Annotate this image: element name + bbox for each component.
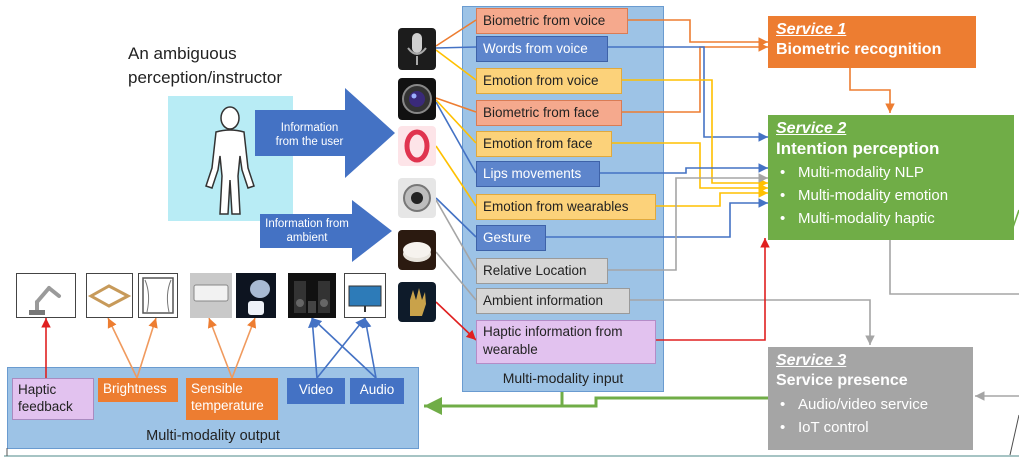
haptic-glove-icon — [398, 282, 436, 322]
service-2-bullets: Multi-modality NLP Multi-modality emotio… — [776, 161, 1006, 230]
input-ambient-information: Ambient information — [476, 288, 630, 314]
line-webcam-gesture — [435, 197, 477, 238]
input-emotion-wearables: Emotion from wearables — [476, 194, 656, 220]
humidifier-icon — [236, 273, 276, 318]
service-2-box: Service 2 Intention perception Multi-mod… — [768, 115, 1014, 240]
person-icon — [205, 106, 255, 215]
service-2-bullet-emotion: Multi-modality emotion — [776, 184, 1006, 207]
output-panel-label: Multi-modality output — [146, 428, 280, 444]
robot-arm-icon — [16, 273, 76, 318]
input-emotion-voice: Emotion from voice — [476, 68, 622, 94]
television-icon — [344, 273, 386, 318]
service-3-title: Service 3 — [776, 352, 847, 369]
service-3-heading: Service presence — [776, 372, 908, 389]
speaker-system-icon — [288, 273, 336, 318]
input-biometric-voice: Biometric from voice — [476, 8, 628, 34]
service-1-heading: Biometric recognition — [776, 41, 942, 58]
service-3-box: Service 3 Service presence Audio/video s… — [768, 347, 973, 450]
line-cam-biometric — [435, 97, 477, 113]
service-2-heading: Intention perception — [776, 139, 940, 158]
camera-lens-icon — [398, 78, 436, 120]
headline-line-2: perception/instructor — [128, 68, 283, 87]
output-haptic-feedback: Haptic feedback — [12, 378, 94, 420]
line-cam-lips — [435, 101, 477, 174]
input-haptic-wearable: Haptic information from wearable — [476, 320, 656, 364]
line-puck-ambient — [435, 251, 477, 301]
service-3-bullets: Audio/video service IoT control — [776, 393, 965, 439]
service-3-bullet-iot: IoT control — [776, 416, 965, 439]
service-1-title: Service 1 — [776, 21, 847, 38]
input-relative-location: Relative Location — [476, 258, 608, 284]
input-words-voice: Words from voice — [476, 36, 608, 62]
user-arrow-line-1: Information — [280, 122, 339, 134]
service-2-title: Service 2 — [776, 120, 847, 137]
air-conditioner-icon — [190, 273, 232, 318]
service-1-box: Service 1 Biometric recognition — [768, 16, 976, 68]
webcam-icon — [398, 178, 436, 218]
user-info-arrow-label: Information from the user — [262, 121, 357, 149]
user-arrow-line-2: from the user — [275, 136, 344, 148]
line-mic-words — [435, 46, 477, 49]
input-panel-label: Multi-modality input — [502, 370, 624, 386]
output-brightness: Brightness — [98, 378, 178, 402]
output-sensible-temperature: Sensible temperature — [186, 378, 278, 420]
ambient-arrow-line-1: Information from — [265, 218, 349, 230]
input-gesture: Gesture — [476, 225, 546, 251]
line-webcam-location — [435, 199, 477, 271]
headline-line-1: An ambiguous — [128, 44, 237, 63]
curtain-icon — [138, 273, 178, 318]
speaker-puck-icon — [398, 230, 436, 270]
ambient-info-arrow — [260, 200, 392, 262]
line-band-emotion — [435, 145, 477, 207]
wristband-icon — [398, 126, 436, 166]
line-mic-emotion — [435, 49, 477, 81]
output-video: Video — [287, 378, 345, 404]
service-2-bullet-nlp: Multi-modality NLP — [776, 161, 1006, 184]
ambient-info-arrow-label: Information from ambient — [262, 217, 352, 245]
user-info-arrow — [255, 88, 395, 178]
input-emotion-face: Emotion from face — [476, 131, 612, 157]
ambient-arrow-line-2: ambient — [286, 232, 328, 244]
microphone-icon — [398, 28, 436, 70]
service-2-bullet-haptic: Multi-modality haptic — [776, 207, 1006, 230]
line-mic-biometric — [435, 19, 477, 47]
ceiling-light-icon — [86, 273, 133, 318]
output-audio: Audio — [350, 378, 404, 404]
input-lips-movements: Lips movements — [476, 161, 600, 187]
line-cam-emotion — [435, 99, 477, 144]
line-glove-haptic — [435, 301, 477, 341]
input-biometric-face: Biometric from face — [476, 100, 622, 126]
service-3-bullet-av: Audio/video service — [776, 393, 965, 416]
headline: An ambiguous perception/instructor — [128, 42, 282, 90]
